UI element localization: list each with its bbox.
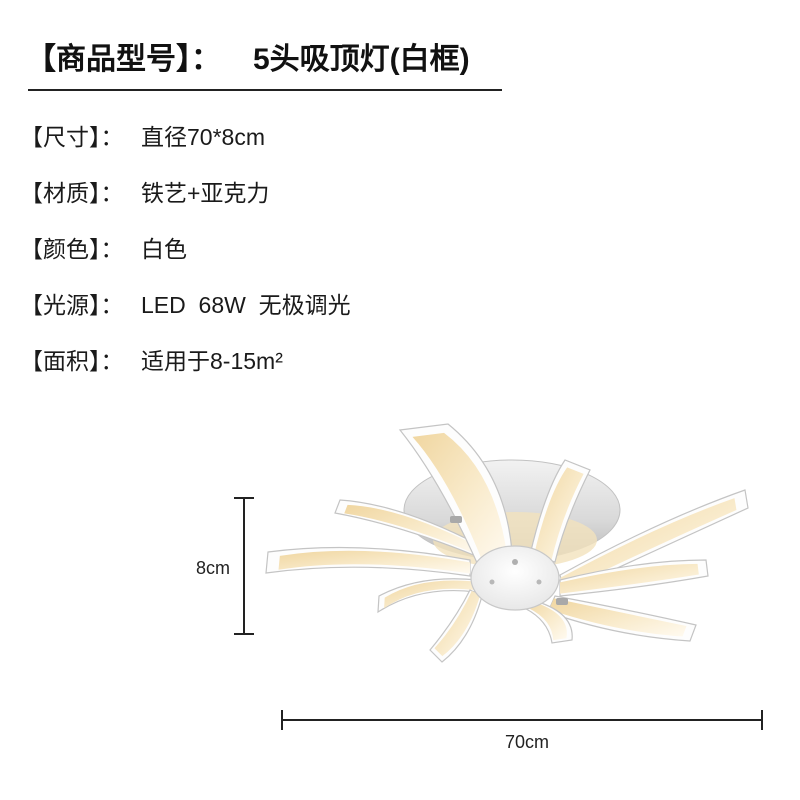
spec-value: LED 68W 无极调光 — [141, 292, 351, 318]
mount-bracket — [450, 516, 462, 523]
model-value: 5头吸顶灯(白框) — [253, 43, 470, 76]
canopy-glow — [433, 512, 597, 568]
spec-row-color: 【颜色】： 白色 — [20, 234, 351, 290]
spec-label: 【尺寸】： — [20, 124, 124, 150]
lamp-petal-glow — [560, 498, 737, 590]
lamp-petal-glow — [384, 580, 478, 609]
lamp-petal — [334, 499, 480, 557]
spec-value: 白色 — [141, 236, 187, 262]
title-underline — [28, 89, 502, 91]
lamp-petal — [265, 546, 471, 577]
lamp-petals — [265, 423, 749, 663]
height-dimension-label: 8cm — [196, 558, 230, 578]
hub-screw — [536, 579, 542, 585]
spec-row-light-source: 【光源】： LED 68W 无极调光 — [20, 290, 351, 346]
ceiling-canopy — [403, 459, 621, 561]
spec-label: 【颜色】： — [20, 236, 124, 262]
hub-screw — [489, 579, 495, 585]
spec-row-size: 【尺寸】： 直径70*8cm — [20, 122, 351, 178]
spec-label: 【面积】： — [20, 348, 124, 374]
lamp-petal — [547, 595, 697, 642]
lamp-petal-glow — [549, 598, 687, 637]
lamp-hub — [470, 545, 560, 611]
spec-label: 【光源】： — [20, 292, 124, 318]
width-dimension-label: 70cm — [505, 732, 549, 752]
lamp-petal-glow — [412, 432, 507, 564]
spec-list: 【尺寸】： 直径70*8cm 【材质】： 铁艺+亚克力 【颜色】： 白色 【光源】： L… — [20, 122, 351, 402]
lamp-petal — [559, 559, 709, 597]
lamp-petal — [429, 589, 483, 663]
lamp-petal-glow — [344, 504, 479, 555]
lamp-petal — [518, 599, 573, 644]
product-model-title: 【商品型号】： 5头吸顶灯(白框) — [26, 40, 470, 80]
lamp-petal — [377, 578, 479, 614]
lamp-petal-glow — [560, 563, 699, 594]
lamp-petal-glow — [278, 550, 470, 574]
width-dimension-line — [281, 710, 763, 730]
spec-value: 铁艺+亚克力 — [141, 180, 270, 206]
model-label: 【商品型号】： — [26, 43, 221, 76]
lamp-petal-glow — [521, 600, 567, 641]
spec-row-area: 【面积】： 适用于8-15m² — [20, 346, 351, 402]
hub-screw — [512, 559, 518, 565]
height-dimension-line — [234, 497, 254, 635]
mount-bracket — [556, 598, 568, 605]
lamp-petal — [529, 459, 591, 563]
lamp-petal-glow — [434, 590, 481, 657]
spec-value: 适用于8-15m² — [141, 348, 283, 374]
spec-label: 【材质】： — [20, 180, 124, 206]
lamp-petal-glow — [533, 467, 584, 561]
spec-value: 直径70*8cm — [141, 124, 265, 150]
spec-row-material: 【材质】： 铁艺+亚克力 — [20, 178, 351, 234]
lamp-petal — [559, 489, 749, 593]
lamp-petal — [398, 423, 513, 566]
